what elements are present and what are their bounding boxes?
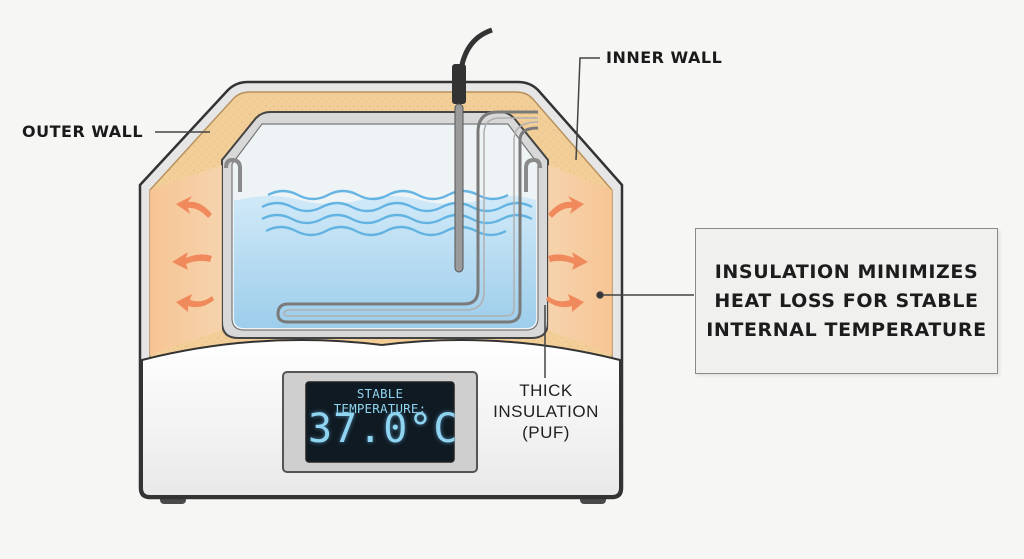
curved-arrow-icon — [172, 196, 214, 312]
thick-insulation-line1: THICK — [519, 381, 573, 400]
inner-wall-label: INNER WALL — [606, 48, 723, 67]
temperature-reading: 37.0°C — [308, 406, 459, 452]
display-caption: STABLE TEMPERATURE: — [333, 386, 427, 416]
leader-lines — [155, 57, 694, 378]
curved-arrow-icon — [546, 196, 588, 312]
thick-insulation-line2: INSULATION — [493, 402, 599, 421]
insulation-callout-text: INSULATION MINIMIZES HEAT LOSS FOR STABL… — [706, 260, 987, 341]
thick-insulation-label: THICK INSULATION (PUF) — [486, 380, 606, 443]
display-screen — [305, 381, 455, 463]
wave-icon — [261, 189, 533, 237]
thick-insulation-line3: (PUF) — [522, 423, 570, 442]
temperature-probe — [452, 27, 493, 273]
insulation-callout-box: INSULATION MINIMIZES HEAT LOSS FOR STABL… — [695, 228, 998, 374]
heating-coil — [276, 110, 539, 324]
outer-wall-label: OUTER WALL — [22, 122, 144, 141]
